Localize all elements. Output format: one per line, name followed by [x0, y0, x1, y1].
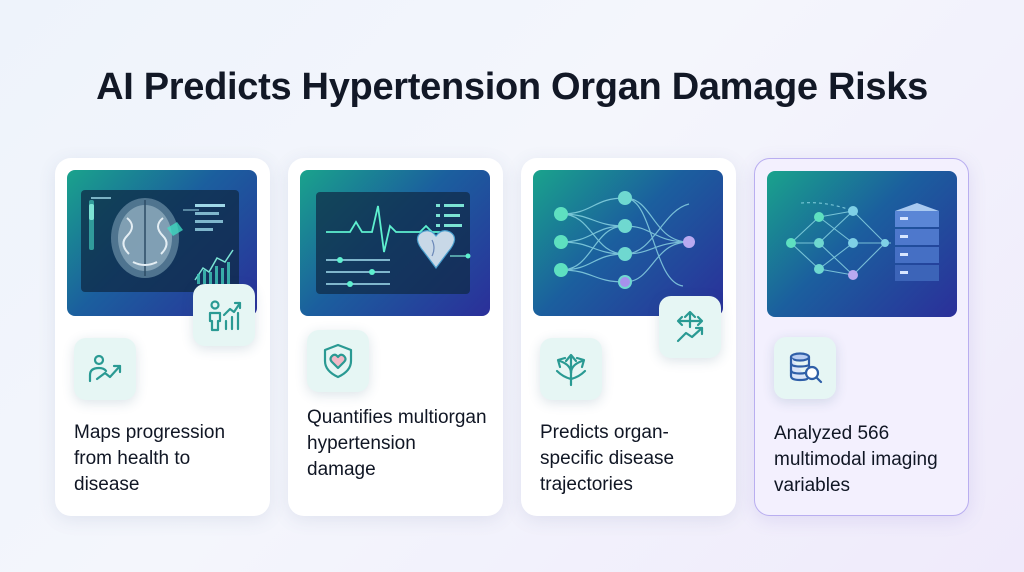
- branching-arrows-icon: [540, 338, 602, 400]
- card-progression: Maps progression from health to disease: [55, 158, 270, 516]
- card-text: Analyzed 566 multimodal imaging variable…: [774, 423, 938, 496]
- brain-scan-dashboard-image: [67, 170, 257, 316]
- card-text: Maps progression from health to disease: [74, 422, 226, 495]
- card-trajectories: Predicts organ-specific disease trajecto…: [521, 158, 736, 516]
- page-title: AI Predicts Hypertension Organ Damage Ri…: [96, 66, 928, 108]
- card-multiorgan: Quantifies multiorgan hypertension damag…: [288, 158, 503, 516]
- card-text: Predicts organ-specific disease trajecto…: [540, 422, 675, 495]
- shield-heart-icon: [307, 330, 369, 392]
- arrows-trend-icon: [659, 296, 721, 358]
- heart-ecg-dashboard-image: [300, 170, 490, 316]
- person-trend-up-icon: [74, 338, 136, 400]
- card-text: Quantifies multiorgan hypertension damag…: [307, 407, 487, 480]
- card-imaging-variables: Analyzed 566 multimodal imaging variable…: [754, 158, 969, 516]
- database-search-icon: [774, 337, 836, 399]
- neural-network-flow-image: [533, 170, 723, 316]
- person-growth-chart-icon: [193, 284, 255, 346]
- network-to-database-image: [767, 171, 957, 317]
- feature-cards: Maps progression from health to disease: [55, 158, 975, 518]
